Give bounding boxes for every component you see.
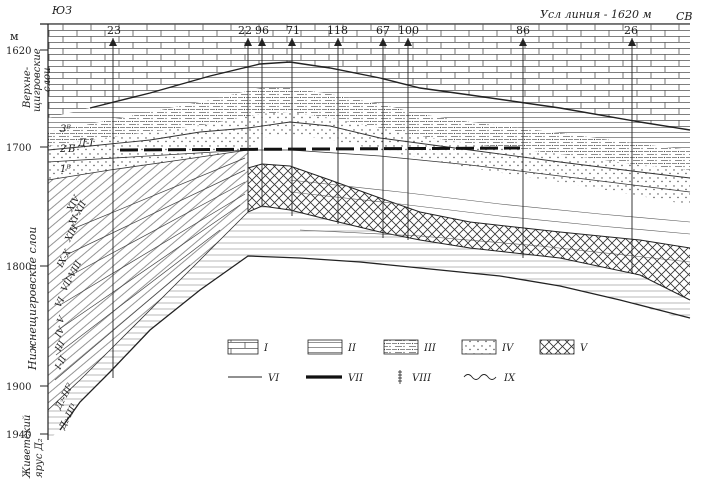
dipping-beds — [48, 150, 248, 410]
formation-upper-1: Верхне- — [22, 66, 33, 109]
well-22: 22 — [238, 24, 252, 37]
marl-band — [48, 88, 690, 170]
base-line — [59, 255, 691, 431]
well-118: 118 — [327, 24, 348, 37]
clay-band — [48, 62, 690, 150]
right-bed-lines — [289, 179, 691, 263]
horizon-2 — [47, 121, 691, 179]
legend: I II III IV V VI VII VIII IX — [227, 339, 589, 384]
legend-label-vi: VI — [268, 373, 280, 384]
depth-ticks — [40, 49, 48, 435]
crosshatch-top — [247, 163, 691, 249]
well-100: 100 — [398, 24, 419, 37]
depth-tick-1800: 1800 — [6, 262, 31, 273]
legend-swatch-ii — [307, 339, 343, 355]
datum-label: Усл линия - 1620 м — [540, 8, 652, 21]
base-zone — [48, 206, 690, 440]
depth-tick-1620: 1620 — [6, 46, 31, 57]
legend-label-viii: VIII — [412, 373, 432, 384]
layer-b: Б — [67, 144, 76, 155]
formation-base-2: ярус Д₂ — [34, 438, 45, 478]
legend-label-iii: III — [423, 343, 437, 354]
legend-label-ii: II — [347, 343, 357, 354]
formation-lower: Нижнещигровские слои — [26, 227, 39, 371]
marker-line — [119, 146, 521, 152]
legend-swatch-viii — [398, 370, 402, 384]
crosshatch-bottom — [247, 205, 691, 301]
well-86: 86 — [516, 24, 530, 37]
well-71: 71 — [286, 24, 300, 37]
legend-label-ix: IX — [503, 373, 516, 384]
layer-vi: VI — [54, 295, 68, 309]
corner-right: СВ — [676, 10, 693, 23]
legend-label-iv: IV — [501, 343, 515, 354]
depth-tick-1700: 1700 — [6, 143, 31, 154]
legend-swatch-iii — [383, 339, 419, 355]
legend-swatch-v — [539, 339, 575, 355]
well-lines — [112, 38, 633, 378]
well-96: 96 — [255, 24, 269, 37]
formation-base-1: Живетский — [22, 415, 33, 479]
legend-label-i: I — [263, 343, 269, 354]
well-arrows — [109, 38, 636, 46]
layer-2: 2 — [59, 144, 66, 155]
well-23: 23 — [107, 24, 121, 37]
limb-line — [47, 149, 249, 181]
legend-label-vii: VII — [348, 373, 364, 384]
sand-zone — [48, 112, 690, 205]
formation-upper-2: щигровские — [32, 48, 43, 112]
layer-3v: 3ᴮ — [60, 124, 71, 135]
layer-v: V — [56, 314, 69, 326]
layer-1v: 1ᴮ — [60, 164, 71, 175]
roof-line — [89, 61, 691, 131]
legend-swatch-ix — [463, 374, 497, 380]
dipping-bed-lines — [54, 157, 246, 381]
well-26: 26 — [624, 24, 638, 37]
layer-d1: Д-I — [77, 138, 95, 149]
well-67: 67 — [376, 24, 390, 37]
legend-swatch-iv — [461, 339, 497, 355]
formation-upper-3: слои — [42, 68, 53, 92]
depth-unit: м — [10, 30, 19, 43]
corner-left: ЮЗ — [51, 4, 72, 17]
depth-tick-1940: 1940 — [6, 430, 31, 441]
legend-swatch-i — [227, 339, 259, 355]
depth-tick-1900: 1900 — [6, 382, 31, 393]
crosshatch-zone — [248, 164, 690, 300]
legend-label-v: V — [580, 343, 589, 354]
